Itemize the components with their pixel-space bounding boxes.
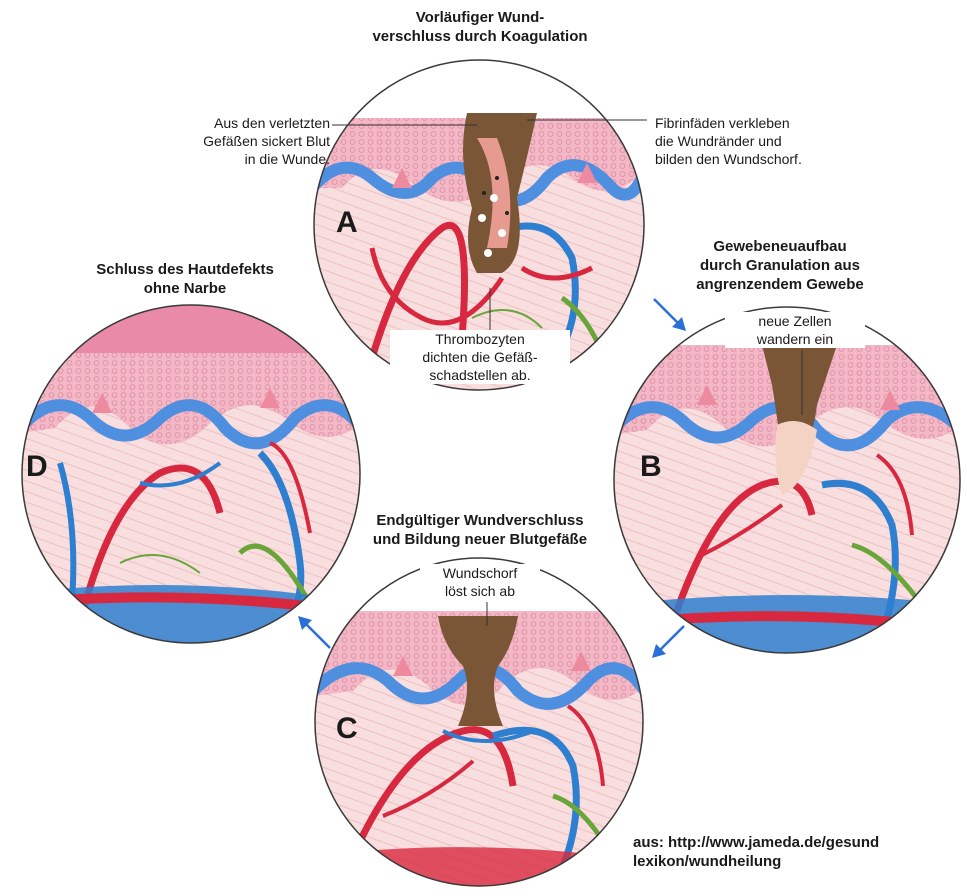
arrow-c-to-d-icon	[294, 612, 334, 652]
stage-d-letter: D	[26, 452, 48, 482]
stage-a-note-right: Fibrinfäden verkleben die Wundränder und…	[655, 114, 865, 168]
stage-c-title: Endgültiger Wundverschluss und Bildung n…	[330, 511, 630, 549]
stage-b-title: Gewebeneuaufbau durch Granulation aus an…	[665, 237, 895, 294]
stage-b-note-top: neue Zellen wandern ein	[725, 312, 865, 348]
source-citation: aus: http://www.jameda.de/gesund lexikon…	[633, 833, 967, 871]
stage-a-letter: A	[336, 208, 358, 238]
stage-a-title: Vorläufiger Wund- verschluss durch Koagu…	[330, 8, 630, 46]
stage-c-note-top: Wundschorf löst sich ab	[420, 564, 540, 600]
stage-c-illustration	[313, 556, 645, 888]
arrow-a-to-b-icon	[650, 295, 690, 335]
stage-d-illustration	[20, 303, 362, 645]
stage-a-note-bottom: Thrombozyten dichten die Gefäß- schadste…	[390, 330, 570, 384]
stage-b-letter: B	[640, 452, 662, 482]
stage-a-note-left: Aus den verletzten Gefäßen sickert Blut …	[150, 114, 330, 168]
arrow-b-to-c-icon	[648, 622, 688, 662]
stage-d-title: Schluss des Hautdefekts ohne Narbe	[40, 260, 330, 298]
stage-c-letter: C	[336, 714, 358, 744]
stage-b-illustration	[612, 305, 962, 655]
